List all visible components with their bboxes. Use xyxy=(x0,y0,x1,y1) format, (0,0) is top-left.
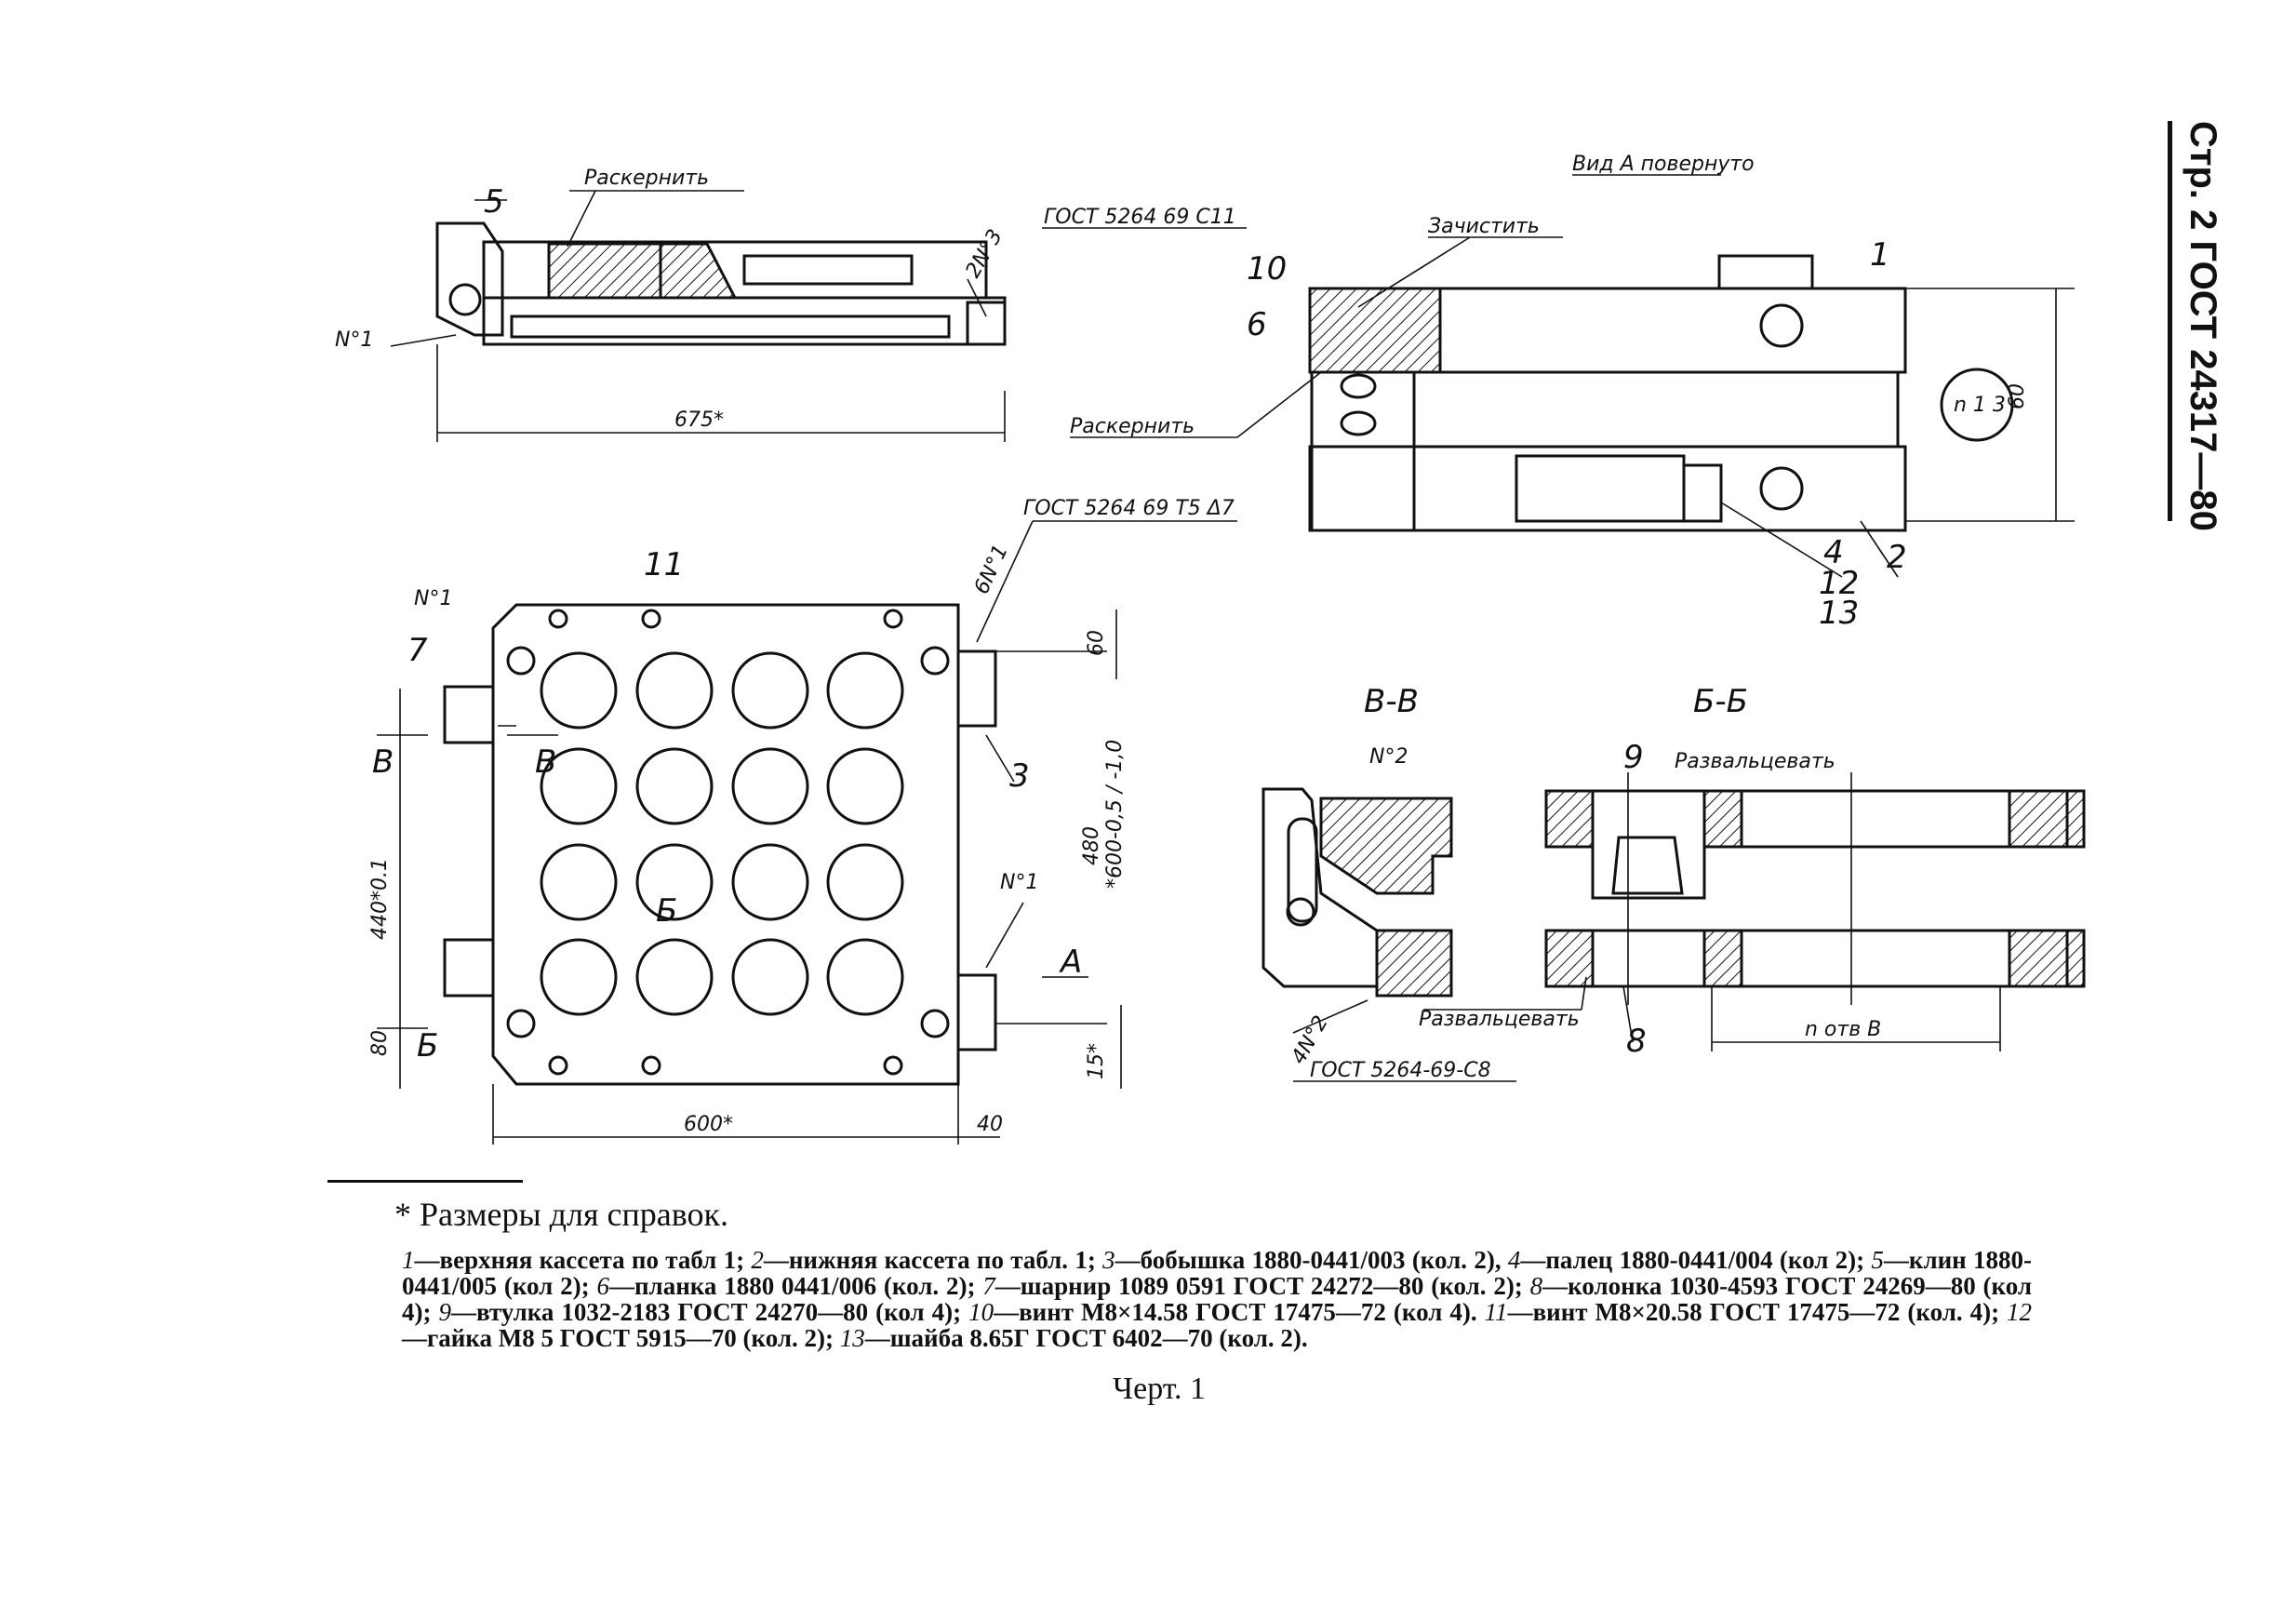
section-b-right: В xyxy=(535,743,556,781)
part-12-label: 12 xyxy=(1819,565,1859,602)
view-arrow-a: А xyxy=(1059,944,1082,981)
view-a: Вид А повернуто Зачистить Раскернить 10 … xyxy=(1070,153,2075,632)
part-11-label: 11 xyxy=(644,546,684,583)
punch-note: Раскернить xyxy=(584,167,709,190)
flare-note-bottom: Развальцевать xyxy=(1419,1008,1580,1031)
legend-item: 3—бобышка 1880-0441/003 (кол. 2), xyxy=(1102,1246,1501,1274)
plan-view: N°1 11 7 3 6N°1 ГОСТ 5264 69 Т5 Δ7 N°1 В… xyxy=(368,497,1237,1145)
legend-item: 9—втулка 1032-2183 ГОСТ 24270—80 (кол 4)… xyxy=(438,1298,961,1326)
flare-note-top: Развальцевать xyxy=(1675,750,1835,773)
legend-item-text: —планка 1880 0441/006 (кол. 2); xyxy=(608,1272,976,1300)
dim-600-tol: *600-0,5 / -1,0 xyxy=(1103,740,1127,889)
legend-item-number: 7 xyxy=(982,1272,995,1300)
dim-480: 480 xyxy=(1080,826,1103,865)
part-6-label: 6 xyxy=(1247,306,1267,343)
weld-standard: ГОСТ 5264 69 С11 xyxy=(1044,206,1236,229)
dim-length: 675* xyxy=(674,408,724,432)
part-9-label: 9 xyxy=(1623,739,1644,776)
footnote: * Размеры для справок. xyxy=(394,1196,728,1233)
part-3-label: 3 xyxy=(1009,757,1030,795)
weld-symbol-plan: 6N°1 xyxy=(970,542,1013,598)
section-bb-title: Б-Б xyxy=(1693,683,1748,720)
item-n1: N°1 xyxy=(335,328,373,352)
dim-60-a: 60 xyxy=(2006,383,2029,409)
weld-symbol: 2N°3 xyxy=(962,225,1008,282)
legend-item-text: —шарнир 1089 0591 ГОСТ 24272—80 (кол. 2)… xyxy=(994,1272,1523,1300)
legend-item-text: —верхняя кассета по табл 1; xyxy=(414,1246,745,1274)
section-vv-title: В-В xyxy=(1364,683,1419,720)
part-4-label: 4 xyxy=(1823,534,1844,571)
legend-item-text: —колонка 1030-4593 ГОСТ 24269—80 (кол 4)… xyxy=(402,1272,2033,1326)
dim-n-holes: n отв В xyxy=(1805,1018,1881,1041)
legend-item-text: —втулка 1032-2183 ГОСТ 24270—80 (кол 4); xyxy=(450,1298,962,1326)
bore-grid xyxy=(540,651,904,1016)
legend-item: 6—планка 1880 0441/006 (кол. 2); xyxy=(596,1272,975,1300)
item-n1-top: N°1 xyxy=(414,587,452,610)
legend-item-number: 3 xyxy=(1102,1246,1115,1274)
legend-item-text: —нижняя кассета по табл. 1; xyxy=(763,1246,1096,1274)
legend-item-number: 11 xyxy=(1484,1298,1508,1326)
part-13-label: 13 xyxy=(1819,595,1859,632)
view-a-title: Вид А повернуто xyxy=(1572,153,1755,176)
item-n2: N°2 xyxy=(1369,745,1408,769)
figure-caption: Черт. 1 xyxy=(1113,1372,1207,1406)
legend-item-number: 5 xyxy=(1871,1246,1884,1274)
dim-15: 15* xyxy=(1085,1043,1108,1079)
weld-standard-plan: ГОСТ 5264 69 Т5 Δ7 xyxy=(1023,497,1235,520)
dim-40: 40 xyxy=(977,1113,1003,1136)
header-rule xyxy=(2168,121,2172,521)
punch-note-a: Раскернить xyxy=(1070,415,1195,438)
legend-item: 4—палец 1880-0441/004 (кол 2); xyxy=(1508,1246,1864,1274)
legend-item-number: 4 xyxy=(1507,1246,1521,1274)
legend-item-text: —винт M8×14.58 ГОСТ 17475—72 (кол 4). xyxy=(994,1298,1477,1326)
item-n1-right: N°1 xyxy=(1000,871,1038,894)
dim-440: 440*0.1 xyxy=(368,858,392,940)
part-10-label: 10 xyxy=(1247,250,1287,288)
part-5-label: 5 xyxy=(484,183,504,221)
legend-item-number: 8 xyxy=(1529,1272,1543,1300)
section-bb: Б-Б 9 8 Развальцевать Развальцевать n от… xyxy=(1419,683,2086,1060)
part-1-label: 1 xyxy=(1870,236,1890,274)
dim-60-plan: 60 xyxy=(1085,630,1108,656)
legend-item-number: 9 xyxy=(438,1298,451,1326)
legend-item: 13—шайба 8.65Г ГОСТ 6402—70 (кол. 2). xyxy=(840,1324,1308,1352)
legend-item-text: —палец 1880-0441/004 (кол 2); xyxy=(1520,1246,1865,1274)
legend-item: 11—винт M8×20.58 ГОСТ 17475—72 (кол. 4); xyxy=(1485,1298,2000,1326)
legend-item: 7—шарнир 1089 0591 ГОСТ 24272—80 (кол. 2… xyxy=(982,1272,1523,1300)
legend-item-number: 13 xyxy=(839,1324,865,1352)
section-b-left: В xyxy=(372,743,394,781)
clean-note: Зачистить xyxy=(1428,215,1540,238)
legend-item: 1—верхняя кассета по табл 1; xyxy=(402,1246,744,1274)
weld-standard-vv: ГОСТ 5264-69-С8 xyxy=(1310,1059,1491,1082)
legend-item: 10—винт M8×14.58 ГОСТ 17475—72 (кол 4). xyxy=(968,1298,1477,1326)
section-bb-mark-bottom: Б xyxy=(417,1027,438,1065)
legend-item: 8—колонка 1030-4593 ГОСТ 24269—80 (кол 4… xyxy=(402,1272,2032,1326)
dim-80: 80 xyxy=(368,1030,392,1056)
legend-item-text: —бобышка 1880-0441/003 (кол. 2), xyxy=(1115,1246,1502,1274)
legend-item-number: 2 xyxy=(751,1246,764,1274)
part-7-label: 7 xyxy=(407,632,428,669)
legend-item-number: 10 xyxy=(968,1298,994,1326)
legend-item-text: —гайка M8 5 ГОСТ 5915—70 (кол. 2); xyxy=(402,1324,834,1352)
legend-item-number: 1 xyxy=(402,1246,415,1274)
legend-item-text: —винт M8×20.58 ГОСТ 17475—72 (кол. 4); xyxy=(1507,1298,2000,1326)
legend-item-number: 12 xyxy=(2007,1298,2033,1326)
legend-item: 2—нижняя кассета по табл. 1; xyxy=(751,1246,1095,1274)
legend-item-text: —клин 1880-0441/005 (кол 2); xyxy=(402,1246,2033,1300)
part-2-label: 2 xyxy=(1887,539,1907,576)
part-8-label: 8 xyxy=(1626,1023,1647,1060)
legend-item: 5—клин 1880-0441/005 (кол 2); xyxy=(402,1246,2032,1300)
legend-item: 12 —гайка M8 5 ГОСТ 5915—70 (кол. 2); xyxy=(402,1298,2032,1352)
dim-width: 600* xyxy=(684,1113,733,1136)
circle-note: n 1 3 xyxy=(1954,394,2006,417)
side-view-top-left: 5 Раскернить 2N°3 ГОСТ 5264 69 С11 N°1 6… xyxy=(335,167,1247,442)
section-bb-mark: Б xyxy=(656,892,677,930)
legend-item-number: 6 xyxy=(596,1272,609,1300)
footnote-rule xyxy=(327,1180,523,1183)
legend-item-text: —шайба 8.65Г ГОСТ 6402—70 (кол. 2). xyxy=(864,1324,1308,1352)
parts-legend: 1—верхняя кассета по табл 1; 2—нижняя ка… xyxy=(402,1247,2032,1351)
